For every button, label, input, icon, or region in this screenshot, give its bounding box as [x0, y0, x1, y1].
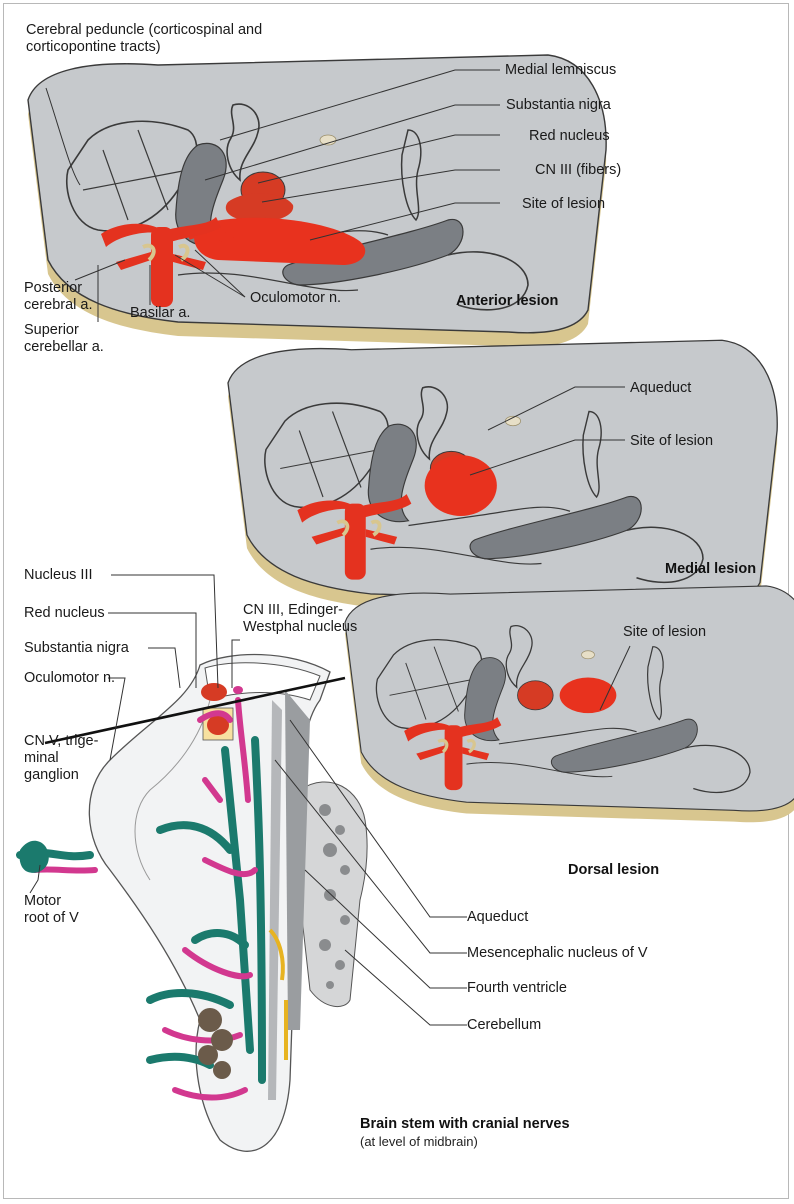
label-mesencephalic-nucleus: Mesencephalic nucleus of V: [467, 945, 648, 962]
label-basilar-artery: Basilar a.: [130, 305, 190, 322]
label-red-nucleus-anterior: Red nucleus: [529, 128, 610, 145]
label-site-of-lesion-anterior: Site of lesion: [522, 196, 605, 213]
medial-lesion-mark: [425, 455, 497, 516]
caption-brainstem-sub: (at level of midbrain): [360, 1134, 478, 1150]
label-medial-lemniscus: Medial lemniscus: [505, 62, 616, 79]
label-motor-root-of-v: Motor root of V: [24, 893, 79, 927]
label-substantia-nigra-anterior: Substantia nigra: [506, 97, 611, 114]
label-posterior-cerebral-artery: Posterior cerebral a.: [24, 280, 93, 314]
dorsal-lesion-mark: [560, 677, 617, 713]
caption-dorsal-lesion: Dorsal lesion: [568, 862, 659, 879]
label-aqueduct-brainstem: Aqueduct: [467, 909, 528, 926]
label-site-of-lesion-medial: Site of lesion: [630, 433, 713, 450]
caption-medial-lesion: Medial lesion: [665, 561, 756, 578]
label-fourth-ventricle: Fourth ventricle: [467, 980, 567, 997]
label-superior-cerebellar-artery: Superior cerebellar a.: [24, 322, 104, 356]
label-red-nucleus-brainstem: Red nucleus: [24, 605, 105, 622]
label-substantia-nigra-brainstem: Substantia nigra: [24, 640, 129, 657]
caption-anterior-lesion: Anterior lesion: [456, 293, 558, 310]
caption-brainstem: Brain stem with cranial nerves: [360, 1116, 570, 1133]
label-cn5-trigeminal-ganglion: CN V, trige- minal ganglion: [24, 733, 98, 784]
dorsal-section-illustration: [345, 586, 794, 822]
label-nucleus-3: Nucleus III: [24, 567, 93, 584]
label-cerebral-peduncle: Cerebral peduncle (corticospinal and cor…: [26, 22, 262, 56]
label-oculomotor-nerve-brainstem: Oculomotor n.: [24, 670, 115, 687]
label-cn3-fibers: CN III (fibers): [535, 162, 621, 179]
label-oculomotor-nerve-anterior: Oculomotor n.: [250, 290, 341, 307]
label-cerebellum: Cerebellum: [467, 1017, 541, 1034]
label-site-of-lesion-dorsal: Site of lesion: [623, 624, 706, 641]
label-aqueduct-medial: Aqueduct: [630, 380, 691, 397]
label-cn3-edinger-westphal: CN III, Edinger- Westphal nucleus: [243, 602, 357, 636]
